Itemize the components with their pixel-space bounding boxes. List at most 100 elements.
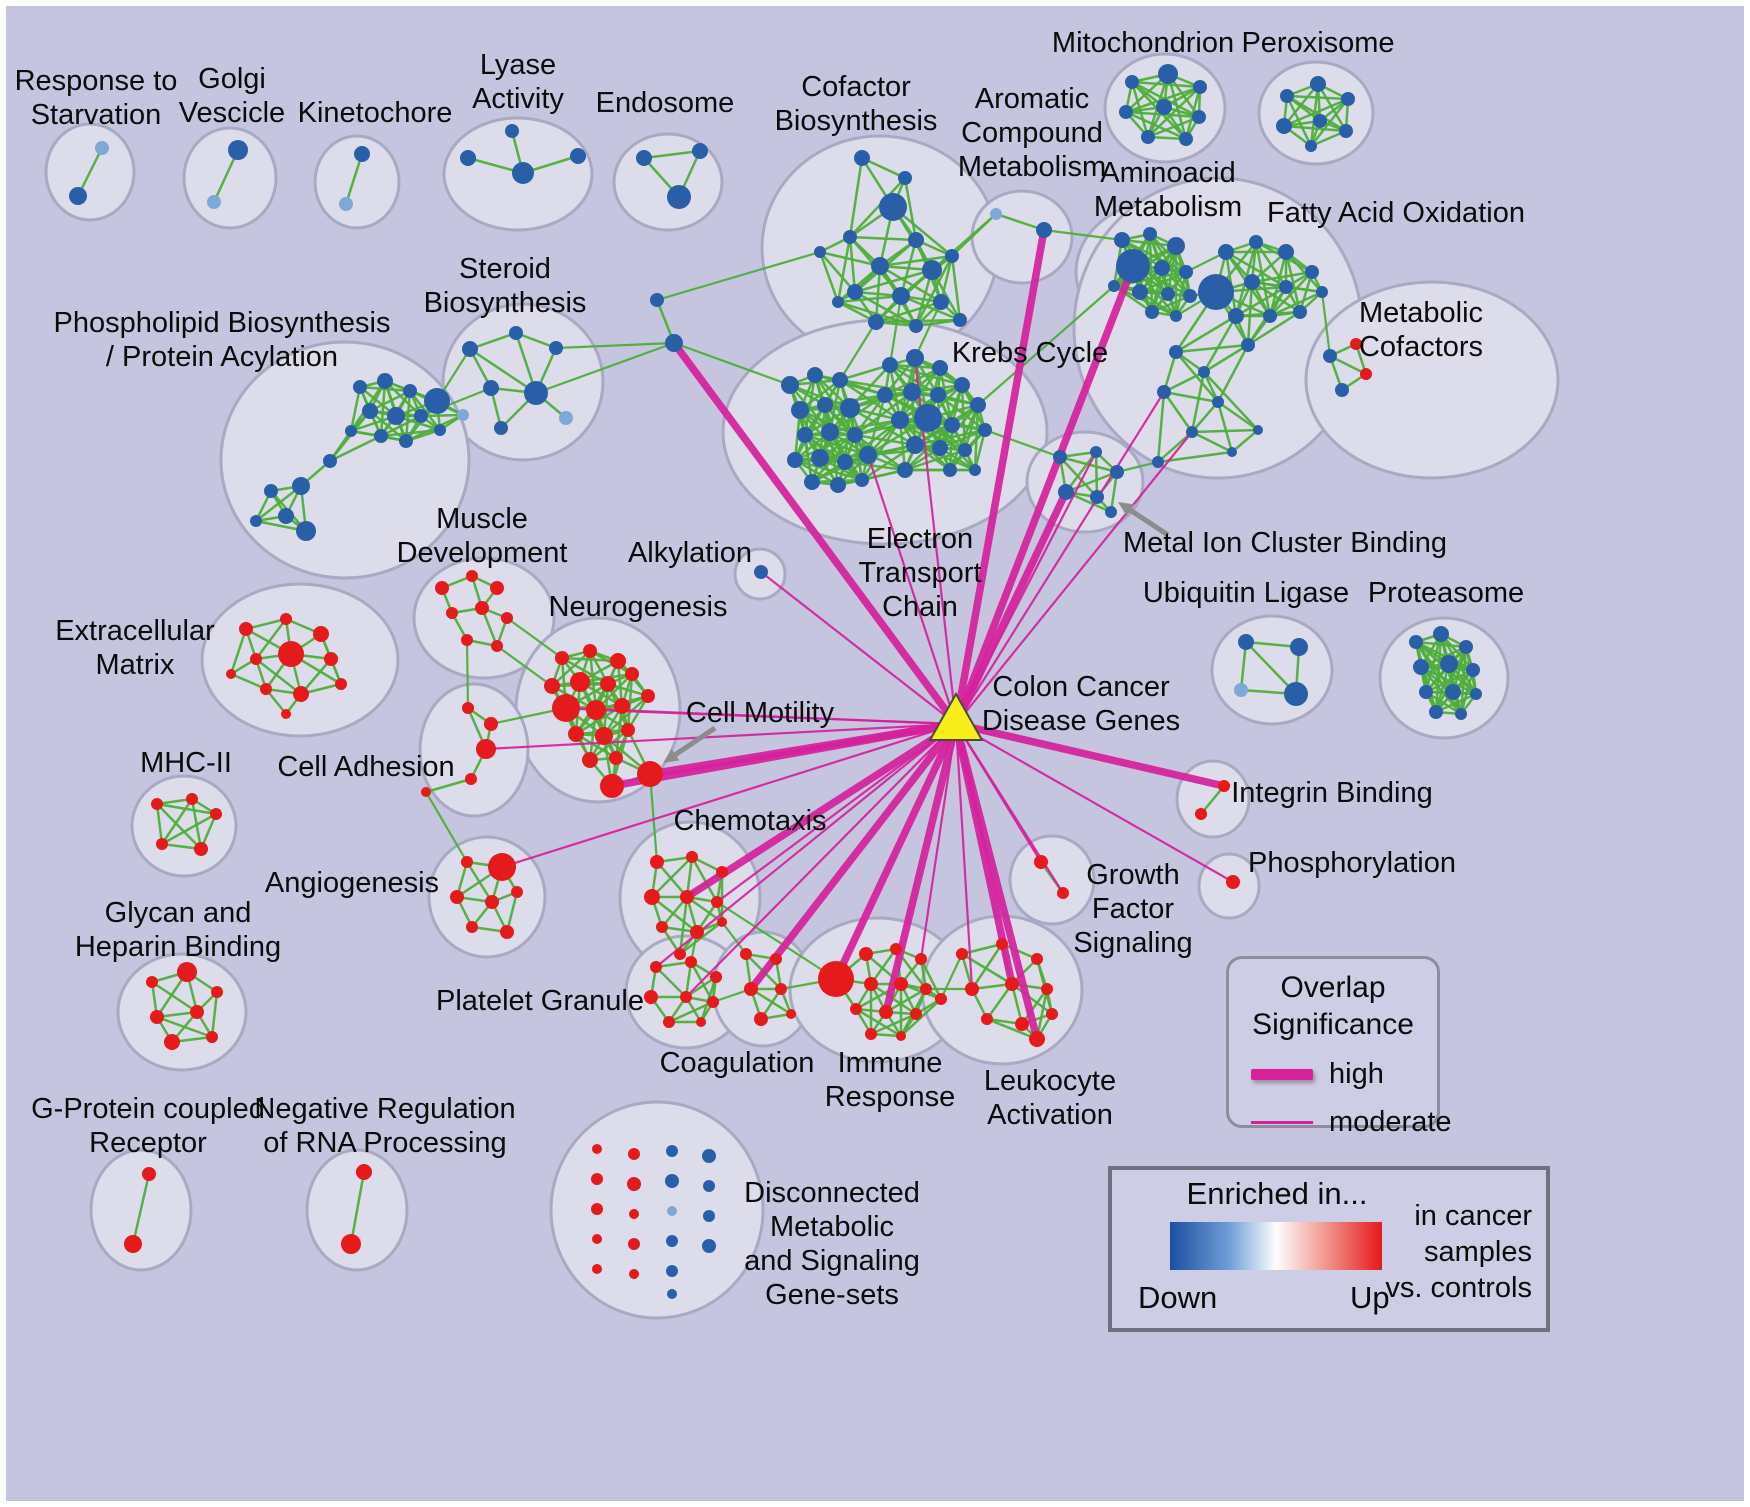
electron-transport-chain-edge (903, 448, 967, 472)
mhc-ii-node (151, 798, 163, 810)
peroxisome-edge (1282, 124, 1348, 133)
electron-transport-chain-node (877, 387, 893, 403)
platelet-granule-node (663, 1016, 675, 1028)
proteasome-node (1419, 685, 1433, 699)
disconnected-metabolic-signaling-gene-sets-node (592, 1144, 602, 1154)
g-protein-coupled-receptor-node (142, 1167, 156, 1181)
moderate-overlap-edge (684, 722, 958, 999)
colon-cancer-hub-triangle (928, 691, 984, 741)
muscle-development-node (490, 581, 504, 595)
coagulation-node (770, 953, 782, 965)
steroid-biosynthesis-node (483, 380, 499, 396)
platelet-granule-edge (667, 1000, 715, 1024)
aminoacid-metabolism-node (1154, 260, 1170, 276)
muscle-development-node (491, 640, 503, 652)
endosome-node (692, 143, 708, 159)
fatty-acid-oxidation-edge (1268, 290, 1324, 318)
proteasome-node (1459, 640, 1473, 654)
fatty-acid-oxidation-edge (1246, 310, 1302, 347)
electron-transport-chain-edge (838, 363, 892, 382)
neurogenesis-node (600, 676, 616, 692)
lyase-activity-node (570, 148, 586, 164)
extracellular-matrix-node (239, 622, 253, 636)
peroxisome-node (1341, 92, 1355, 106)
cell-motility-label: Cell Motility (686, 697, 835, 729)
peroxisome-node (1280, 89, 1294, 103)
kinetochore-label: Kinetochore (298, 97, 453, 129)
phosphorylation-label: Phosphorylation (1248, 847, 1456, 879)
cofactor-biosynthesis-edge (848, 235, 918, 242)
junction-node (665, 334, 683, 352)
cofactor-biosynthesis-edge (853, 268, 934, 294)
phospholipid-biosynthesis-protein-acylation-node (264, 484, 278, 498)
neurogenesis-edge (550, 649, 592, 688)
proteasome-node (1440, 655, 1458, 673)
gene-set-nodes (69, 64, 1482, 1299)
electron-transport-chain-node (932, 360, 948, 376)
overlap-legend-title: Overlap Significance (1229, 969, 1437, 1043)
enriched-note-line2: samples (1424, 1236, 1532, 1268)
electron-transport-chain-node (891, 411, 909, 429)
disconnected-metabolic-signaling-gene-sets-node (591, 1203, 603, 1215)
disconnected-metabolic-signaling-gene-sets-node (666, 1235, 678, 1247)
overlap-significance-legend: Overlap Significance high moderate (1226, 956, 1452, 1138)
fatty-acid-oxidation-edge (1174, 343, 1250, 354)
moderate-overlap-edge (954, 430, 1194, 726)
leukocyte-activation-edge (1010, 982, 1054, 1016)
electron-transport-chain-edge (860, 443, 917, 482)
disconnected-metabolic-signaling-gene-sets-node (627, 1177, 641, 1191)
high-significance-line-swatch (1251, 1069, 1313, 1080)
coagulation-node (754, 1012, 768, 1026)
extracellular-matrix-node (293, 686, 309, 702)
leukocyte-activation-edge (985, 982, 1014, 1021)
immune-response-node (935, 993, 947, 1005)
glycan-heparin-binding-edge (210, 990, 219, 1039)
high-overlap-edge (952, 488, 1070, 728)
immune-response-node (864, 977, 878, 991)
leukocyte-activation-node (956, 948, 968, 960)
aminoacid-metabolism-edge (1148, 232, 1188, 274)
coagulation-node (786, 1009, 796, 1019)
inter-cluster-edge (672, 341, 792, 387)
inter-cluster-edge (1115, 460, 1160, 474)
cofactor-biosynthesis-node (908, 232, 924, 248)
phosphorylation-node (1226, 875, 1240, 889)
phospholipid-biosynthesis-protein-acylation-node (387, 407, 405, 425)
endosome-node (667, 185, 691, 209)
neurogenesis-node (609, 751, 623, 765)
mhc-ii-edge (160, 812, 218, 846)
enriched-legend-title: Enriched in... (1186, 1176, 1368, 1211)
mitochondrion-edge (1146, 115, 1201, 139)
mitochondrion-label: Mitochondrion (1052, 27, 1234, 59)
chemotaxis-node (656, 921, 668, 933)
neurogenesis-node (614, 698, 630, 714)
electron-transport-chain-node (847, 427, 863, 443)
electron-transport-chain-node (837, 454, 853, 470)
electron-transport-chain-edge (793, 433, 857, 462)
ubiquitin-ligase-edge (1239, 640, 1248, 692)
kinetochore-node (339, 197, 353, 211)
disconnected-metabolic-signaling-gene-sets-node (629, 1269, 639, 1279)
cofactor-biosynthesis-edge (836, 235, 852, 304)
steroid-biosynthesis-node (559, 411, 573, 425)
chemotaxis-node (690, 925, 704, 939)
glycan-heparin-binding-node (177, 962, 197, 982)
fatty-acid-oxidation-edge (1162, 390, 1194, 434)
phospholipid-biosynthesis-protein-acylation-edge (328, 434, 383, 463)
aminoacid-metabolism-node (1114, 232, 1130, 248)
leukocyte-activation-edge (970, 942, 1004, 991)
fatty-acid-oxidation-edge (1190, 370, 1206, 434)
aromatic-compound-metabolism-node (1036, 222, 1052, 238)
coagulation-edge (749, 987, 793, 1016)
lyase-activity-node (460, 150, 476, 166)
electron-transport-chain-node (859, 446, 877, 464)
aromatic-compound-metabolism-node (990, 208, 1002, 220)
angiogenesis-label: Angiogenesis (265, 867, 439, 899)
aminoacid-metabolism-node (1161, 287, 1175, 301)
peroxisome-label: Peroxisome (1241, 27, 1394, 59)
fatty-acid-oxidation-node (1152, 456, 1164, 468)
metal-ion-cluster-binding-node (1110, 465, 1124, 479)
